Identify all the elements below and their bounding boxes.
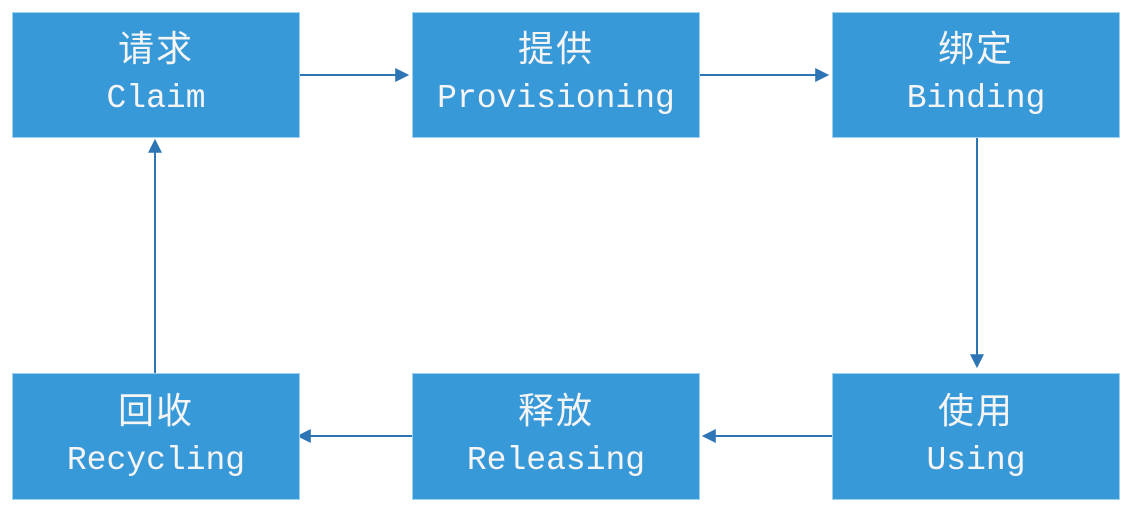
node-binding: 绑定 Binding — [832, 12, 1120, 138]
node-provisioning-label-en: Provisioning — [437, 80, 675, 117]
node-using-label-zh: 使用 — [937, 392, 1014, 434]
node-binding-label-zh: 绑定 — [937, 31, 1014, 72]
node-claim-label-zh: 请求 — [117, 31, 194, 72]
node-releasing-label-zh: 释放 — [517, 392, 594, 434]
node-claim: 请求 Claim — [12, 12, 300, 138]
node-provisioning: 提供 Provisioning — [412, 12, 700, 138]
node-provisioning-label-zh: 提供 — [517, 31, 594, 72]
node-recycling: 回收 Recycling — [12, 373, 300, 500]
node-recycling-label-en: Recycling — [66, 441, 246, 479]
node-binding-label-en: Binding — [906, 80, 1046, 117]
node-using-label-en: Using — [926, 441, 1026, 479]
node-recycling-label-zh: 回收 — [117, 392, 194, 434]
node-releasing: 释放 Releasing — [412, 373, 700, 500]
node-releasing-label-en: Releasing — [466, 441, 646, 479]
node-claim-label-en: Claim — [106, 80, 206, 117]
node-using: 使用 Using — [832, 373, 1120, 500]
